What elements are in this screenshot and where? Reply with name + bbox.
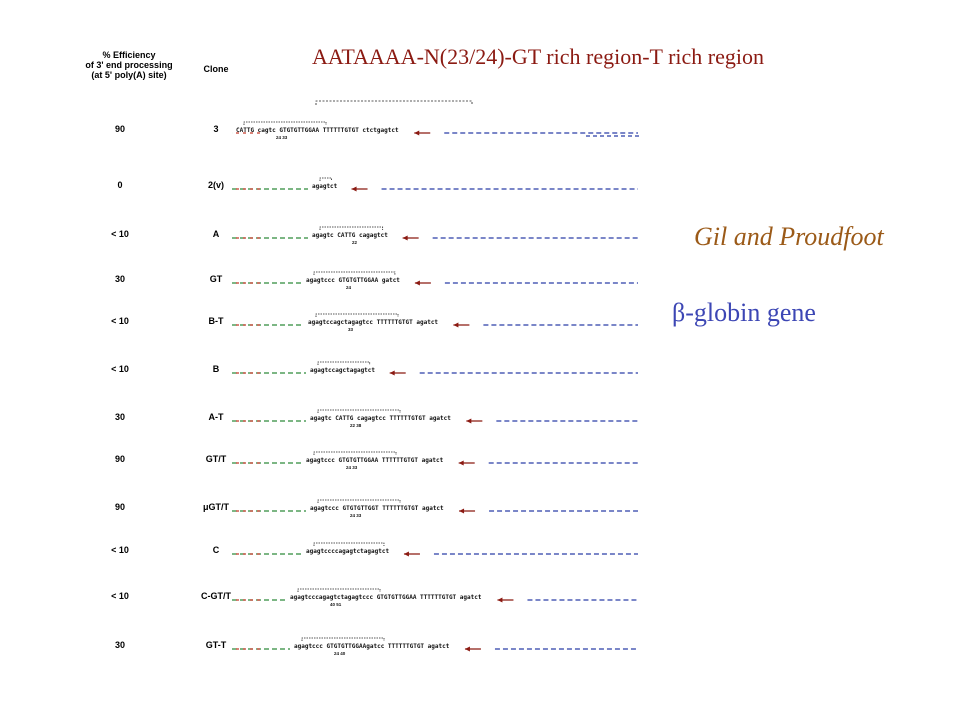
- oligo-bracket: [317, 361, 371, 365]
- arrow-head: [466, 418, 472, 424]
- arrow-head: [351, 186, 357, 192]
- clone-name: 3: [213, 124, 219, 134]
- clone-name: C: [212, 545, 220, 555]
- sequence-text: agagtct: [312, 183, 338, 190]
- sequence-text: agagtccc GTGTGTTGGAA TTTTTTGTGT agatct: [306, 457, 444, 464]
- arrow-head: [389, 370, 395, 376]
- clone-name: B: [212, 364, 220, 374]
- efficiency-column-header: % Efficiency of 3' end processing (at 5'…: [85, 50, 173, 80]
- oligo-bracket: [243, 121, 327, 125]
- efficiency-value: < 10: [111, 364, 129, 374]
- position-numbers: 24 40: [334, 651, 346, 656]
- oligo-bracket: [319, 177, 332, 181]
- arrow-head: [497, 597, 503, 603]
- arrow-head: [414, 280, 420, 286]
- clone-name: C-GT/T: [201, 591, 231, 601]
- oligo-bracket: [317, 409, 401, 413]
- oligo-bracket: [301, 637, 385, 641]
- position-numbers: 24 33: [346, 465, 358, 470]
- sequence-text: agagtccagctagagtcc TTTTTTGTGT agatct: [308, 319, 438, 326]
- efficiency-value: < 10: [111, 545, 129, 555]
- arrow-head: [453, 322, 459, 328]
- position-numbers: 24 33: [350, 513, 362, 518]
- arrow-head: [459, 508, 465, 514]
- oligo-bracket: [297, 588, 381, 592]
- oligo-bracket: [315, 313, 399, 317]
- clone-name: A: [212, 229, 220, 239]
- position-numbers: 22 38: [350, 423, 362, 428]
- position-numbers: 40 51: [330, 602, 342, 607]
- sequence-text: agagtcccagagtctagagtccc GTGTGTTGGAA TTTT…: [290, 594, 482, 601]
- clone-column-header: Clone: [203, 64, 229, 74]
- clone-name: A-T: [208, 412, 224, 422]
- sequence-text: agagtc CATTG cagagtcc TTTTTTGTGT agatct: [310, 415, 451, 422]
- author-credit: Gil and Proudfoot: [694, 222, 884, 251]
- oligo-bracket: [319, 226, 384, 230]
- sequence-text: agagtccc GTGTGTTGGAA gatct: [306, 277, 400, 284]
- clone-name: GT/T: [205, 454, 227, 464]
- arrow-head: [403, 551, 409, 557]
- position-numbers: 33: [348, 327, 354, 332]
- clone-name: 2(v): [207, 180, 224, 190]
- sequence-text: agagtc CATTG cagagtct: [312, 232, 388, 239]
- sequence-text: agagtccc GTGTGTTGGAAgatcc TTTTTTGTGT aga…: [294, 643, 450, 650]
- clone-name: B-T: [208, 316, 224, 326]
- sequence-text: CATTG cagtc GTGTGTTGGAA TTTTTTGTGT ctctg…: [236, 127, 399, 134]
- efficiency-value: 30: [114, 412, 125, 422]
- efficiency-value: < 10: [111, 591, 129, 601]
- clone-name: GT: [209, 274, 223, 284]
- efficiency-value: 90: [114, 454, 125, 464]
- oligo-bracket: [313, 271, 396, 275]
- sequence-text: agagtccc GTGTGTTGGT TTTTTTGTGT agatct: [310, 505, 444, 512]
- span-bracket: [315, 100, 473, 105]
- arrow-head: [458, 460, 464, 466]
- position-numbers: 24: [346, 285, 352, 290]
- efficiency-value: 90: [114, 502, 125, 512]
- arrow-head: [414, 130, 420, 136]
- efficiency-value: < 10: [111, 229, 129, 239]
- efficiency-value: 30: [114, 640, 125, 650]
- gene-label: β-globin gene: [672, 298, 816, 327]
- efficiency-value: 90: [114, 124, 125, 134]
- oligo-bracket: [313, 542, 385, 546]
- sequence-text: agagtccagctagagtct: [310, 367, 375, 374]
- sequence-text: agagtccccagagtctagagtct: [306, 548, 389, 555]
- slide-title: AATAAAA-N(23/24)-GT rich region-T rich r…: [312, 44, 764, 69]
- clone-name: GT-T: [205, 640, 227, 650]
- oligo-bracket: [317, 499, 401, 503]
- oligo-bracket: [313, 451, 397, 455]
- position-numbers: 22: [352, 240, 358, 245]
- position-numbers: 24 33: [276, 135, 288, 140]
- arrow-head: [464, 646, 470, 652]
- clone-name: μGT/T: [202, 502, 229, 512]
- efficiency-value: 30: [114, 274, 125, 284]
- arrow-head: [402, 235, 408, 241]
- efficiency-value: < 10: [111, 316, 129, 326]
- efficiency-value: 0: [117, 180, 123, 190]
